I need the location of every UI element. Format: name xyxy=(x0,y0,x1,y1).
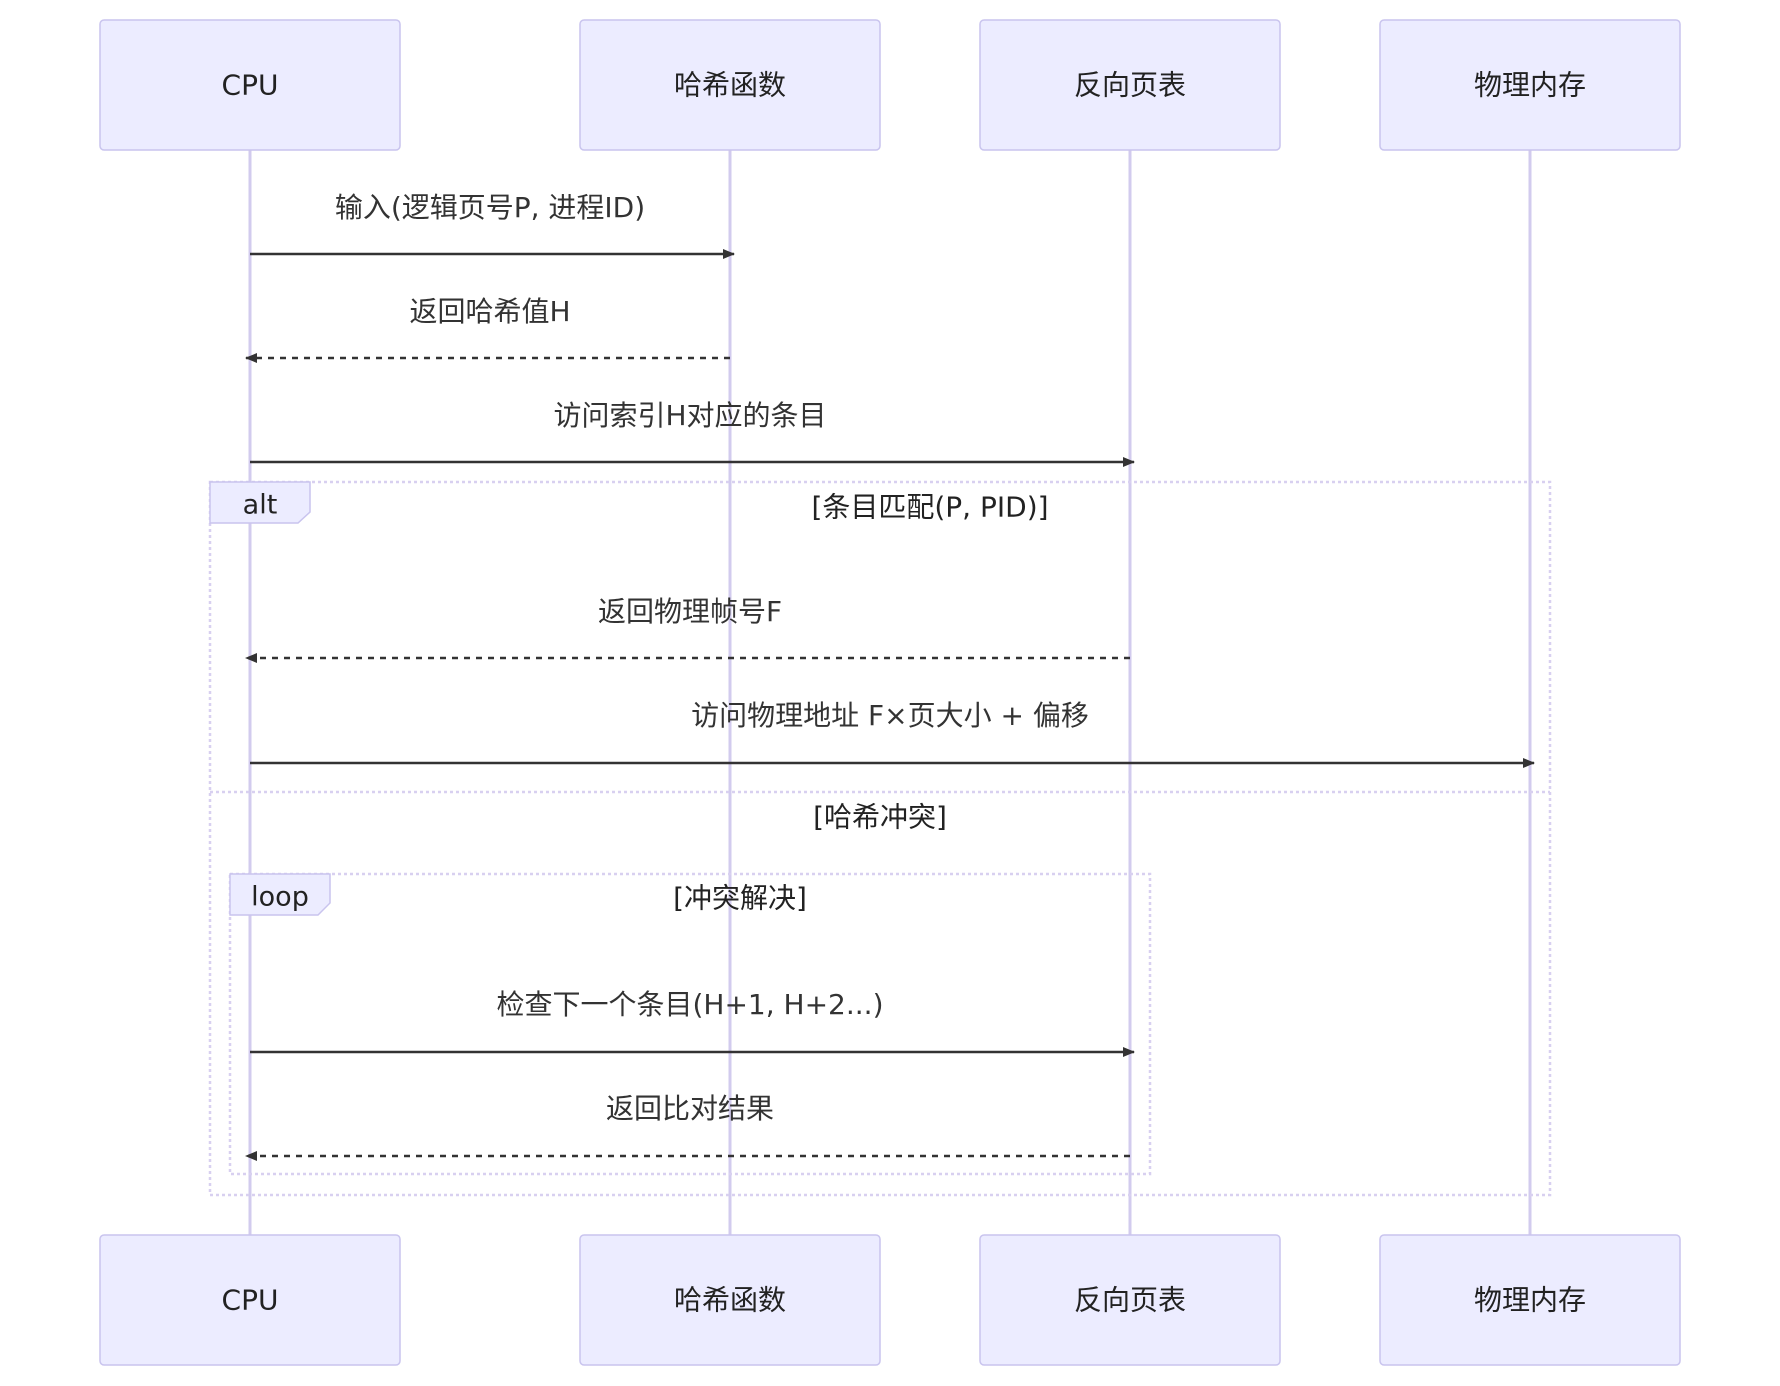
message-label: 返回比对结果 xyxy=(606,1092,774,1125)
message-label: 访问物理地址 F×页大小 + 偏移 xyxy=(691,699,1089,732)
actor-label: 哈希函数 xyxy=(674,1284,786,1317)
actor-ipt-top: 反向页表 xyxy=(979,19,1281,151)
message-3: 访问索引H对应的条目 xyxy=(250,399,1135,467)
actor-label: 哈希函数 xyxy=(674,69,786,102)
actor-label: 反向页表 xyxy=(1074,69,1186,102)
message-1: 输入(逻辑页号P, 进程ID) xyxy=(250,191,735,259)
message-2: 返回哈希值H xyxy=(245,295,730,363)
actor-mem-top: 物理内存 xyxy=(1379,19,1681,151)
actor-box xyxy=(99,1234,401,1366)
alt-label-tab xyxy=(209,481,311,524)
actor-ipt-bottom: 反向页表 xyxy=(979,1234,1281,1366)
actor-box xyxy=(579,1234,881,1366)
alt-fragment: alt [条目匹配(P, PID)] [哈希冲突] xyxy=(208,480,1552,1197)
actor-cpu-top: CPU xyxy=(99,19,401,151)
loop-condition: [冲突解决] xyxy=(673,882,807,915)
message-label: 返回物理帧号F xyxy=(598,595,782,628)
actor-label: 物理内存 xyxy=(1474,69,1586,102)
actor-box xyxy=(979,1234,1281,1366)
loop-fragment: loop [冲突解决] xyxy=(228,872,1152,1176)
message-label: 访问索引H对应的条目 xyxy=(553,399,826,432)
actor-box xyxy=(1379,19,1681,151)
loop-label-tab xyxy=(229,873,331,916)
actor-box xyxy=(1379,1234,1681,1366)
message-4: 返回物理帧号F xyxy=(245,595,1130,663)
actor-box xyxy=(979,19,1281,151)
actor-mem-bottom: 物理内存 xyxy=(1379,1234,1681,1366)
actor-label: CPU xyxy=(222,69,279,102)
actor-label: CPU xyxy=(222,1284,279,1317)
actor-label: 反向页表 xyxy=(1074,1284,1186,1317)
message-label: 检查下一个条目(H+1, H+2...) xyxy=(496,988,883,1021)
message-label: 输入(逻辑页号P, 进程ID) xyxy=(335,191,645,224)
message-7: 返回比对结果 xyxy=(245,1092,1130,1161)
alt-type-label: alt xyxy=(243,490,278,521)
actor-hash-bottom: 哈希函数 xyxy=(579,1234,881,1366)
actor-box xyxy=(99,19,401,151)
actor-cpu-bottom: CPU xyxy=(99,1234,401,1366)
loop-frame xyxy=(228,872,1152,1176)
loop-type-label: loop xyxy=(251,882,309,913)
alt-else-condition: [哈希冲突] xyxy=(813,801,947,834)
alt-frame xyxy=(208,480,1552,1197)
actor-label: 物理内存 xyxy=(1474,1284,1586,1317)
message-6: 检查下一个条目(H+1, H+2...) xyxy=(250,988,1135,1057)
message-label: 返回哈希值H xyxy=(409,295,570,328)
alt-condition: [条目匹配(P, PID)] xyxy=(811,491,1048,524)
message-5: 访问物理地址 F×页大小 + 偏移 xyxy=(250,699,1535,768)
actor-hash-top: 哈希函数 xyxy=(579,19,881,151)
actor-box xyxy=(579,19,881,151)
